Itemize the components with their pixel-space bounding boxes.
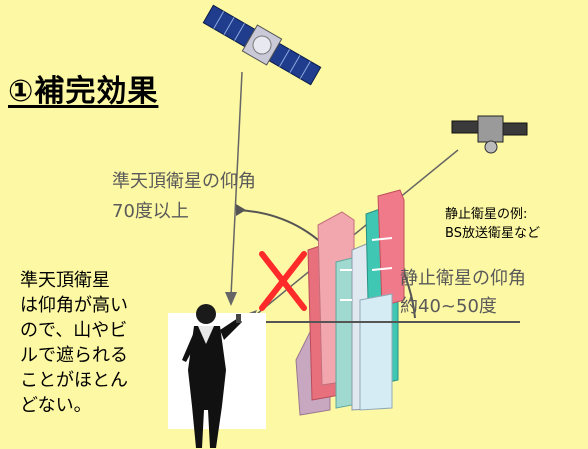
explanation-note xyxy=(8,262,168,438)
note-line-4: ルで遮られる xyxy=(20,345,128,366)
note-line-2: は仰角が高い xyxy=(20,295,128,316)
geo-example-title: 静止衛星の例: xyxy=(445,207,528,222)
buildings-illustration xyxy=(295,189,405,416)
qzss-elevation-value: 70度以上 xyxy=(112,201,189,222)
qzss-signal-line xyxy=(230,71,243,297)
geo-example-value: BS放送衛星など xyxy=(445,226,540,241)
page-title: ①補完効果 xyxy=(8,74,159,109)
person-with-phone-icon xyxy=(182,304,242,448)
note-line-1: 準天頂衛星 xyxy=(20,270,110,291)
note-line-5: ことがほとん xyxy=(20,370,128,391)
note-line-3: ので、山やビ xyxy=(20,320,128,341)
qzss-arc-arrowhead xyxy=(236,204,246,216)
quasi-zenith-satellite-icon xyxy=(202,4,322,86)
blocked-signal-cross-icon xyxy=(259,251,307,311)
geo-elevation-value: 約40~50度 xyxy=(400,296,497,317)
qzss-signal-arrowhead xyxy=(225,292,237,306)
note-line-6: どない。 xyxy=(20,395,92,416)
geostationary-satellite-icon xyxy=(451,115,528,154)
qzss-elevation-label: 準天頂衛星の仰角 xyxy=(112,171,256,192)
geo-elevation-label: 静止衛星の仰角 xyxy=(400,268,526,289)
